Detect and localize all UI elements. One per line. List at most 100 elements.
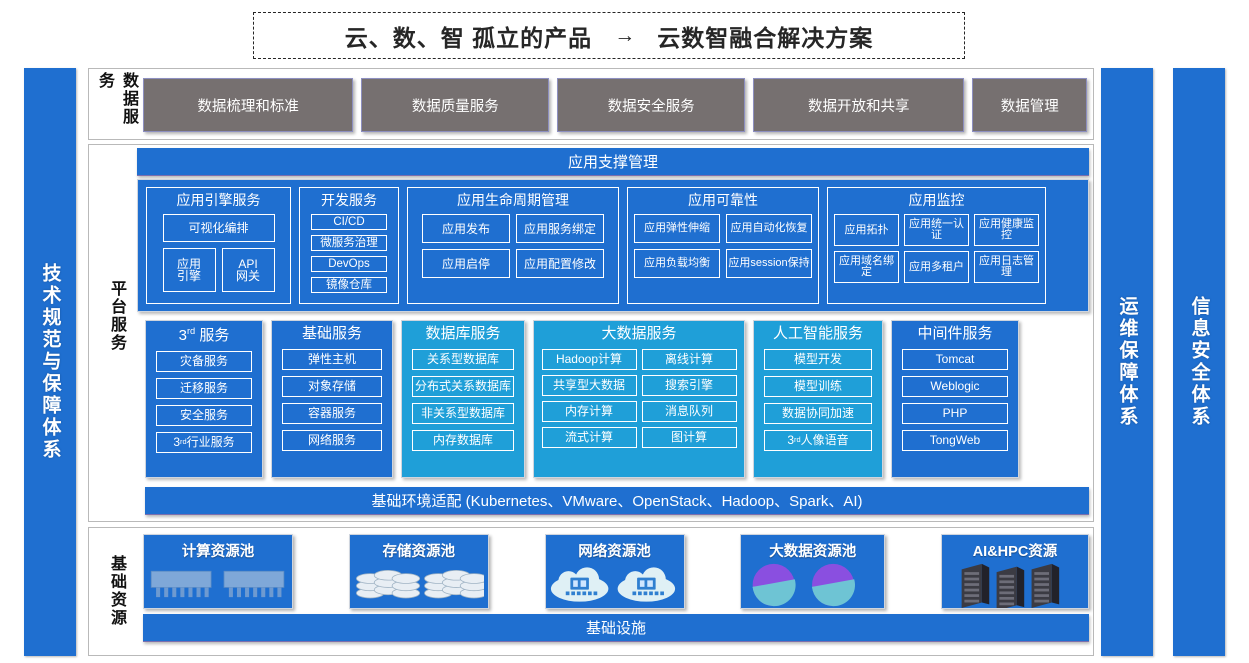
app-support-item[interactable]: 应用域名绑定: [834, 251, 899, 284]
platform-service-item[interactable]: 模型训练: [764, 375, 872, 397]
platform-service-item[interactable]: 数据协同加速: [764, 402, 872, 424]
app-support-item[interactable]: 应用拓扑: [834, 214, 899, 247]
app-support-group-title: 应用生命周期管理: [457, 192, 569, 208]
platform-service-item[interactable]: 内存数据库: [412, 429, 514, 451]
app-support-group: 应用可靠性应用弹性伸缩应用自动化恢复应用负载均衡应用session保持: [627, 187, 819, 304]
pie-chart-icon: [741, 561, 884, 608]
app-support-item[interactable]: 镜像仓库: [311, 277, 387, 294]
app-support-item[interactable]: DevOps: [311, 256, 387, 273]
data-service-chip-list: 数据梳理和标准数据质量服务数据安全服务数据开放和共享数据管理: [143, 78, 1087, 132]
network-cloud-icon: [546, 561, 684, 608]
app-support-item[interactable]: 应用多租户: [904, 251, 969, 284]
resource-pool-card[interactable]: 大数据资源池: [740, 534, 886, 609]
resource-pool-card[interactable]: 计算资源池: [143, 534, 293, 609]
platform-service-item[interactable]: 关系型数据库: [412, 348, 514, 370]
disk-stack-icon: [350, 561, 488, 608]
base-environment-adaptation-bar: 基础环境适配 (Kubernetes、VMware、OpenStack、Hado…: [145, 487, 1089, 515]
app-support-item[interactable]: 应用自动化恢复: [726, 214, 812, 244]
platform-service-column: 大数据服务 Hadoop计算离线计算共享型大数据搜索引擎内存计算消息队列流式计算图…: [533, 320, 745, 478]
platform-service-column-title: 数据库服务: [425, 325, 501, 342]
data-service-chip[interactable]: 数据梳理和标准: [143, 78, 354, 132]
app-support-item[interactable]: 应用弹性伸缩: [634, 214, 720, 244]
platform-service-item[interactable]: 图计算: [641, 426, 737, 448]
resource-pool-list: 计算资源池 存储资源池: [143, 534, 1089, 609]
app-support-group-title: 应用监控: [908, 192, 965, 208]
platform-service-column-title: 人工智能服务: [772, 325, 863, 342]
app-support-item[interactable]: 应用统一认证: [904, 214, 969, 247]
resource-pool-card[interactable]: 网络资源池: [544, 534, 685, 609]
app-support-item[interactable]: 应用session保持: [726, 249, 812, 279]
title-left-text: 云、数、智 孤立的产品: [344, 24, 593, 51]
platform-service-column-title: 大数据服务: [601, 325, 677, 342]
platform-service-item[interactable]: 模型开发: [764, 348, 872, 370]
app-support-item[interactable]: 应用引擎: [162, 248, 216, 293]
app-support-header: 应用支撑管理: [137, 148, 1089, 176]
platform-service-item[interactable]: 迁移服务: [156, 377, 252, 399]
resource-pool-card[interactable]: 存储资源池: [348, 534, 489, 609]
platform-service-item[interactable]: 离线计算: [641, 348, 737, 370]
platform-service-item[interactable]: 网络服务: [282, 429, 382, 451]
app-support-item[interactable]: 应用启停: [422, 249, 510, 279]
app-support-item[interactable]: 应用服务绑定: [516, 214, 604, 244]
app-support-group-title: 应用可靠性: [688, 192, 758, 208]
pillar-operations-assurance-label: 运维保障体系: [1116, 296, 1138, 428]
resource-pool-title: 网络资源池: [578, 544, 651, 560]
app-support-item[interactable]: 微服务治理: [311, 235, 387, 252]
resource-pool-title: 计算资源池: [181, 544, 255, 560]
base-resource-row-label: 基础资源: [108, 555, 125, 627]
app-support-item[interactable]: CI/CD: [311, 214, 387, 231]
platform-service-item[interactable]: 消息队列: [641, 400, 737, 422]
app-support-group: 应用监控应用拓扑应用统一认证应用健康监控应用域名绑定应用多租户应用日志管理: [827, 187, 1046, 304]
arrow-icon: →: [614, 23, 636, 47]
resource-pool-title: AI&HPC资源: [972, 544, 1058, 560]
resource-pool-card[interactable]: AI&HPC资源: [941, 534, 1089, 609]
app-support-item[interactable]: 应用日志管理: [974, 251, 1039, 284]
data-service-chip[interactable]: 数据开放和共享: [753, 78, 965, 132]
platform-service-column-title: 3rd 服务: [178, 326, 230, 344]
platform-service-item[interactable]: PHP: [902, 402, 1008, 424]
data-service-row-label: 数据服务: [96, 72, 137, 126]
infrastructure-bar: 基础设施: [143, 614, 1089, 642]
platform-service-item[interactable]: 搜索引擎: [641, 374, 737, 396]
platform-service-row-label: 平台服务: [108, 280, 125, 352]
platform-service-column-title: 中间件服务: [917, 325, 993, 342]
data-service-chip[interactable]: 数据安全服务: [557, 78, 746, 132]
data-service-chip[interactable]: 数据质量服务: [361, 78, 550, 132]
platform-service-item[interactable]: TongWeb: [902, 429, 1008, 451]
platform-service-item[interactable]: 内存计算: [541, 400, 637, 422]
pillar-information-security-label: 信息安全体系: [1188, 296, 1210, 428]
app-support-item[interactable]: 应用配置修改: [516, 249, 604, 279]
data-service-chip[interactable]: 数据管理: [972, 78, 1087, 132]
platform-service-item[interactable]: 弹性主机: [282, 348, 382, 370]
platform-service-item[interactable]: Tomcat: [902, 348, 1008, 370]
platform-service-item[interactable]: Weblogic: [902, 375, 1008, 397]
platform-service-item[interactable]: 灾备服务: [156, 350, 252, 372]
app-support-group: 开发服务 CI/CD 微服务治理 DevOps 镜像仓库: [299, 187, 399, 304]
platform-service-item[interactable]: 分布式关系数据库: [412, 375, 514, 397]
platform-service-item[interactable]: 共享型大数据: [541, 374, 637, 396]
app-support-group-title: 开发服务: [321, 192, 377, 208]
title-right-text: 云数智融合解决方案: [657, 24, 874, 51]
app-support-item[interactable]: 可视化编排: [162, 214, 275, 243]
app-support-item[interactable]: 应用健康监控: [974, 214, 1039, 247]
app-support-item[interactable]: 应用负载均衡: [634, 249, 720, 279]
app-support-group: 应用生命周期管理应用发布应用服务绑定应用启停应用配置修改: [407, 187, 619, 304]
platform-service-item[interactable]: Hadoop计算: [541, 348, 637, 370]
platform-service-item[interactable]: 非关系型数据库: [412, 402, 514, 424]
platform-service-item[interactable]: 容器服务: [282, 402, 382, 424]
platform-service-column: 数据库服务关系型数据库分布式关系数据库非关系型数据库内存数据库: [401, 320, 525, 478]
platform-service-item[interactable]: 对象存储: [282, 375, 382, 397]
platform-service-item[interactable]: 流式计算: [541, 426, 637, 448]
app-support-item[interactable]: 应用发布: [422, 214, 510, 244]
platform-service-item[interactable]: 安全服务: [156, 404, 252, 426]
